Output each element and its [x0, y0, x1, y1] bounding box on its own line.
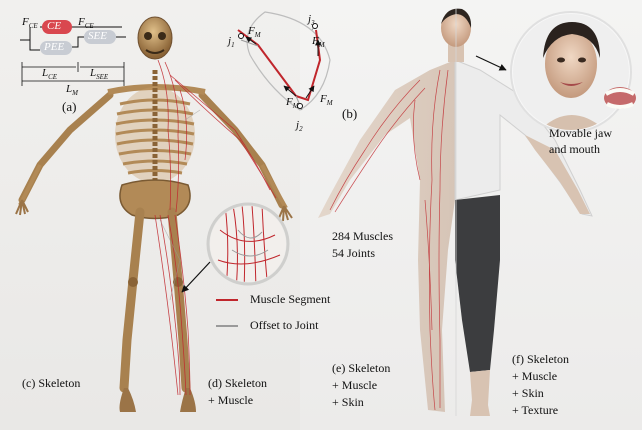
- fm-label-2: FM: [312, 34, 325, 52]
- caption-c: (c) Skeleton: [22, 376, 80, 390]
- joint-j3-label: j3: [308, 12, 315, 30]
- offset-to-joint-label: Offset to Joint: [250, 318, 318, 333]
- joint-count: 54 Joints: [332, 246, 375, 260]
- lsee-label: LSEE: [90, 66, 108, 84]
- legend-muscle-segment: Muscle Segment: [216, 292, 330, 307]
- fce-left-label: FCE: [22, 15, 38, 33]
- muscle-segment-swatch: [216, 299, 238, 301]
- muscle-count: 284 Muscles: [332, 229, 393, 243]
- legend-offset-to-joint: Offset to Joint: [216, 318, 318, 333]
- ce-label: CE: [47, 19, 61, 33]
- joint-j1-label: j1: [228, 34, 235, 52]
- joint-j2-label: j2: [296, 118, 303, 136]
- pee-label: PEE: [44, 40, 64, 54]
- caption-e-line2: + Muscle: [332, 378, 377, 392]
- panel-b-label: (b): [342, 107, 357, 121]
- panel-a-label: (a): [62, 100, 76, 114]
- fm-label-1: FM: [248, 24, 261, 42]
- caption-f-line4: + Texture: [512, 403, 558, 417]
- caption-d-line1: (d) Skeleton: [208, 376, 267, 390]
- caption-e-line1: (e) Skeleton: [332, 361, 390, 375]
- fm-label-3: FM: [286, 95, 299, 113]
- muscle-zoom-inset: [182, 200, 295, 292]
- caption-f-line3: + Skin: [512, 386, 544, 400]
- lm-label: LM: [66, 82, 78, 100]
- jaw-caption-line2: and mouth: [549, 142, 600, 156]
- see-label: SEE: [88, 29, 107, 43]
- caption-e-line3: + Skin: [332, 395, 364, 409]
- muscle-segment-label: Muscle Segment: [250, 292, 330, 307]
- jaw-caption-line1: Movable jaw: [549, 126, 612, 140]
- teeth-model: [604, 87, 636, 109]
- fm-label-4: FM: [320, 92, 333, 110]
- lce-label: LCE: [42, 66, 57, 84]
- offset-to-joint-swatch: [216, 325, 238, 327]
- caption-f-line2: + Muscle: [512, 369, 557, 383]
- caption-d-line2: + Muscle: [208, 393, 253, 407]
- caption-f-line1: (f) Skeleton: [512, 352, 569, 366]
